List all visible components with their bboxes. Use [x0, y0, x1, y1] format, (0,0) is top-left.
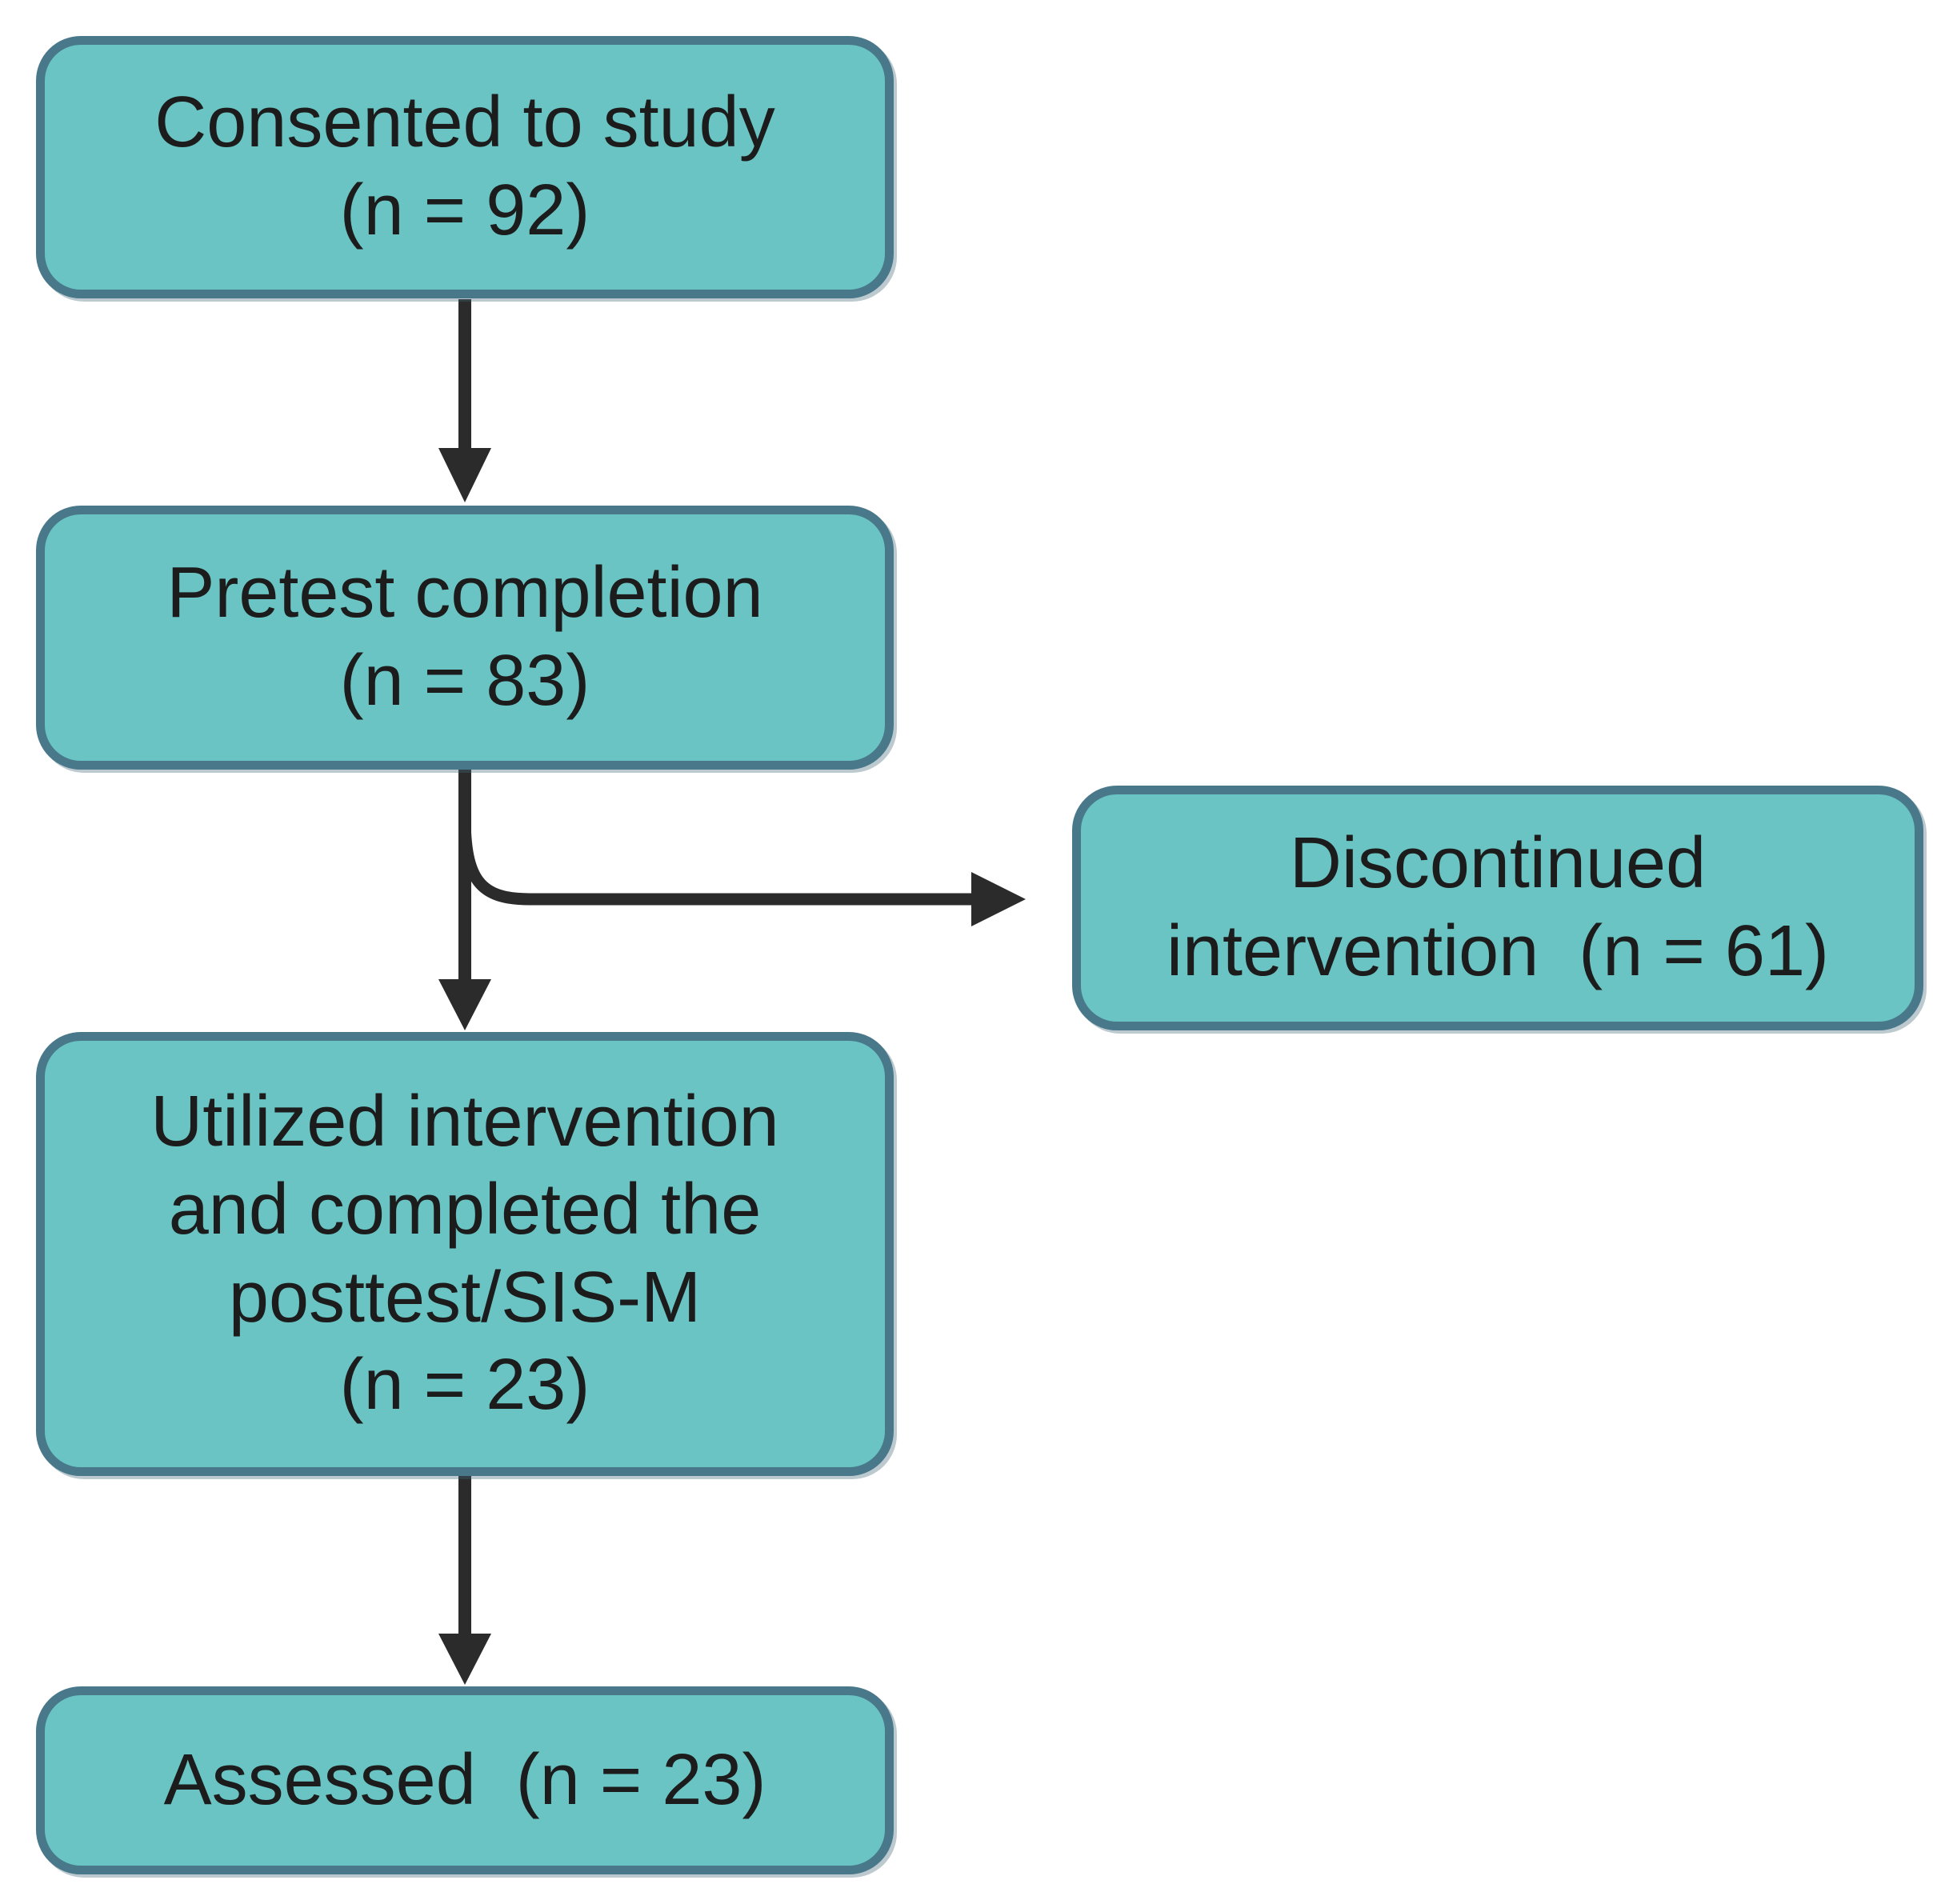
arrow-consented-to-pretest-head-icon	[438, 448, 491, 502]
arrow-pretest-to-discontinued-head-icon	[971, 872, 1026, 926]
arrow-pretest-to-utilized-head-icon	[438, 979, 491, 1030]
flow-node-assessed-label: Assessed (n = 23)	[163, 1739, 766, 1820]
flow-node-consented: Consented to study (n = 92)	[36, 36, 894, 298]
flow-node-utilized: Utilized intervention and completed the …	[36, 1032, 894, 1476]
flow-node-discontinued-label: Discontinued intervention (n = 61)	[1167, 823, 1829, 991]
flow-node-pretest: Pretest completion (n = 83)	[36, 506, 894, 770]
arrow-utilized-to-assessed-head-icon	[438, 1634, 491, 1685]
flow-node-consented-label: Consented to study (n = 92)	[154, 82, 775, 250]
flow-node-utilized-label: Utilized intervention and completed the …	[150, 1081, 779, 1426]
arrow-pretest-to-discontinued-branch	[458, 815, 974, 906]
flow-node-pretest-label: Pretest completion (n = 83)	[166, 553, 763, 721]
flow-node-assessed: Assessed (n = 23)	[36, 1686, 894, 1874]
flow-node-discontinued: Discontinued intervention (n = 61)	[1072, 786, 1923, 1030]
